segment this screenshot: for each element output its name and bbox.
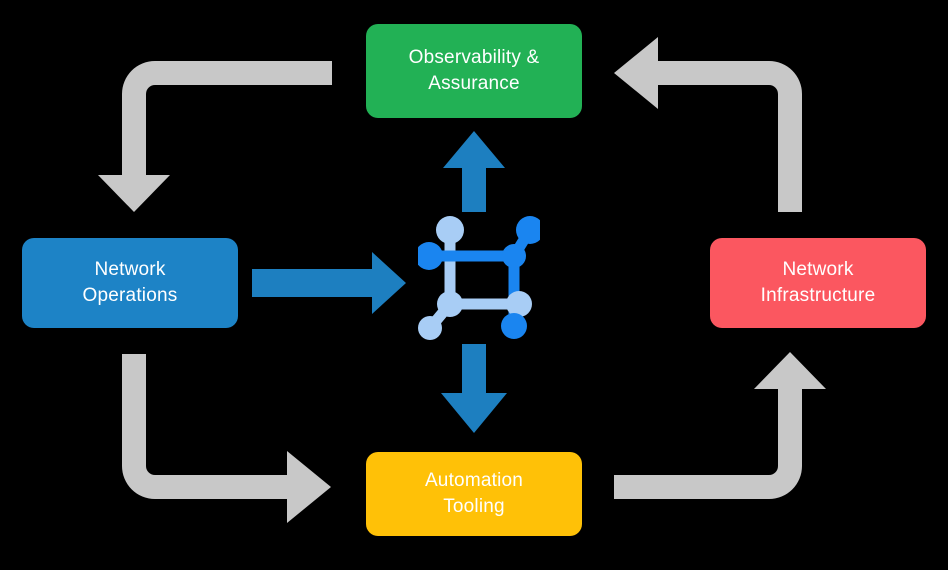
blue-arrow-center-to-observability [443,131,505,212]
blue-arrow-operations-to-center [252,252,406,314]
box-observability-assurance[interactable]: Observability &Assurance [366,24,582,118]
box-observability-label: Observability &Assurance [408,47,540,94]
gray-arrow-operations-to-automation [122,354,331,523]
network-topology-icon [418,216,540,340]
blue-arrow-center-to-automation [441,344,507,433]
gray-arrow-infrastructure-to-observability [614,37,802,212]
gray-arrow-observability-to-operations [98,61,332,212]
gray-arrow-automation-to-infrastructure [614,352,826,499]
